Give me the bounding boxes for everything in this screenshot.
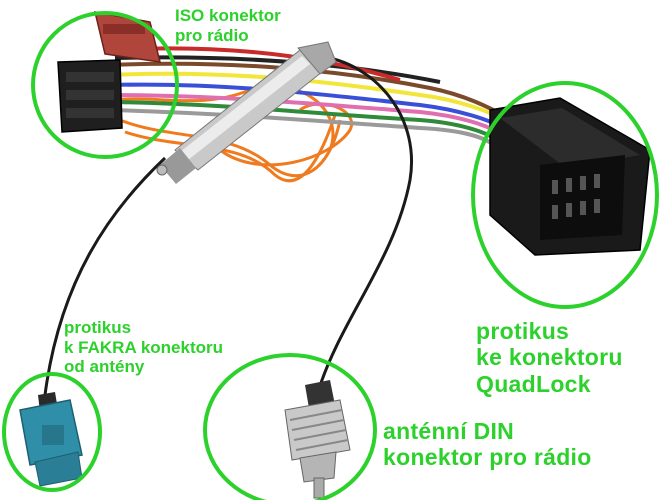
iso-highlight-circle [31, 11, 179, 159]
iso-label-line-1: ISO konektor [175, 6, 281, 25]
quadlock-connector [489, 97, 651, 256]
quadlock-label-line-1: protikus [476, 318, 570, 344]
iso-label-line-2: pro rádio [175, 25, 249, 45]
din-label: anténní DIN konektor pro rádio [383, 418, 592, 471]
fakra-highlight-circle [2, 372, 102, 492]
fakra-label-line-3: od antény [64, 357, 145, 377]
fakra-label: protikus k FAKRA konektoru od antény [64, 318, 223, 377]
quadlock-label-line-2: ke konektoru [476, 344, 623, 371]
fakra-label-line-1: protikus [64, 318, 132, 337]
fakra-label-line-2: k FAKRA konektoru [64, 337, 224, 357]
annotation-circles [2, 11, 659, 500]
din-antenna-plug [284, 380, 351, 499]
antenna-cable [43, 56, 413, 396]
fakra-connector [19, 392, 83, 487]
din-label-line-2: konektor pro rádio [383, 444, 592, 471]
din-highlight-circle [203, 353, 377, 500]
din-label-line-1: anténní DIN [383, 418, 515, 444]
iso-label: ISO konektor pro rádio [175, 6, 281, 45]
antenna-adapter-barrel [156, 41, 337, 184]
quadlock-label: protikus ke konektoru QuadLock [476, 318, 623, 397]
quadlock-label-line-3: QuadLock [476, 370, 591, 397]
quadlock-highlight-circle [471, 81, 659, 309]
